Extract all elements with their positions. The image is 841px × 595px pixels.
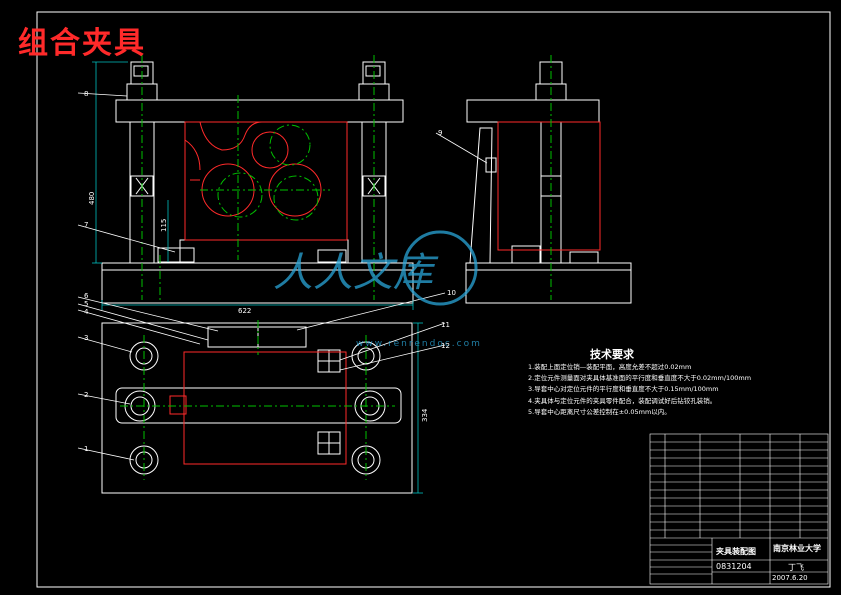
part-label: 1 [84, 445, 88, 453]
tech-requirement-item: 5.导套中心距离尺寸公差控制在±0.05mm以内。 [528, 407, 671, 416]
part-label: 11 [441, 321, 450, 329]
plan-strip [207, 326, 307, 348]
tech-requirements-list: 1.装配上面定位销—装配平面，高度允差不超过0.02mm 2.定位元件测量面对夹… [528, 362, 751, 418]
right-column [361, 121, 387, 264]
title-block-university: 南京林业大学 [773, 544, 821, 553]
leader-lines [77, 92, 488, 461]
left-column [129, 121, 155, 264]
workpiece-plan [169, 351, 347, 465]
plan-clamp-bar [115, 387, 402, 424]
tech-requirement-item: 3.导套中心对定位元件的平行度和垂直度不大于0.15mm/100mm [528, 385, 719, 394]
part-label: 3 [84, 334, 88, 342]
part-label: 12 [441, 342, 450, 350]
side-view [465, 61, 632, 304]
dim-height: 480 [88, 192, 96, 205]
plan-base [101, 322, 413, 494]
tech-requirements-title: 技术要求 [590, 348, 634, 361]
title-block-drawing-no: 0831204 [716, 562, 752, 571]
part-label: 5 [84, 300, 88, 308]
title-block-drawing-name: 夹具装配图 [716, 547, 756, 556]
workpiece-side [497, 121, 601, 251]
tech-requirement-item: 1.装配上面定位销—装配平面，高度允差不超过0.02mm [528, 363, 692, 371]
centerlines-plan [120, 320, 395, 480]
watermark: 人人文库 www.renrendoc.com [273, 230, 482, 349]
title-block-date: 2007.6.20 [772, 574, 808, 582]
tech-requirement-item: 2.定位元件测量面对夹具体基准面的平行度和垂直度不大于0.02mm/100mm [528, 374, 752, 383]
drawing-border [36, 11, 831, 588]
part-label: 7 [84, 221, 88, 229]
top-plate [115, 99, 404, 123]
tech-requirement-item: 4.夹具体与定位元件的夹具零件配合，装配调试好后钻铰孔装销。 [528, 396, 717, 405]
part-label: 8 [84, 90, 88, 98]
part-label: 6 [84, 292, 89, 300]
part-label: 2 [84, 391, 88, 399]
dim-mid: 115 [160, 219, 168, 232]
title-block-author: 丁飞 [788, 563, 804, 572]
watermark-url: www.renrendoc.com [356, 339, 482, 349]
part-label: 4 [84, 308, 89, 316]
title-block [649, 433, 829, 585]
part-label: 10 [447, 289, 456, 297]
part-label: 9 [438, 129, 442, 137]
part-labels: 8 7 6 5 4 3 2 1 9 10 11 12 [84, 90, 456, 453]
workpiece-front [184, 121, 348, 241]
page-title: 组合夹具 [18, 26, 146, 61]
dim-width: 622 [238, 307, 251, 315]
side-top-plate [466, 99, 600, 123]
dimension-lines-front [92, 61, 414, 310]
side-bracket [469, 127, 493, 264]
centerlines-front [141, 55, 375, 300]
watermark-text: 人人文库 [273, 250, 439, 296]
dim-depth: 334 [421, 408, 429, 422]
side-base [465, 262, 632, 304]
